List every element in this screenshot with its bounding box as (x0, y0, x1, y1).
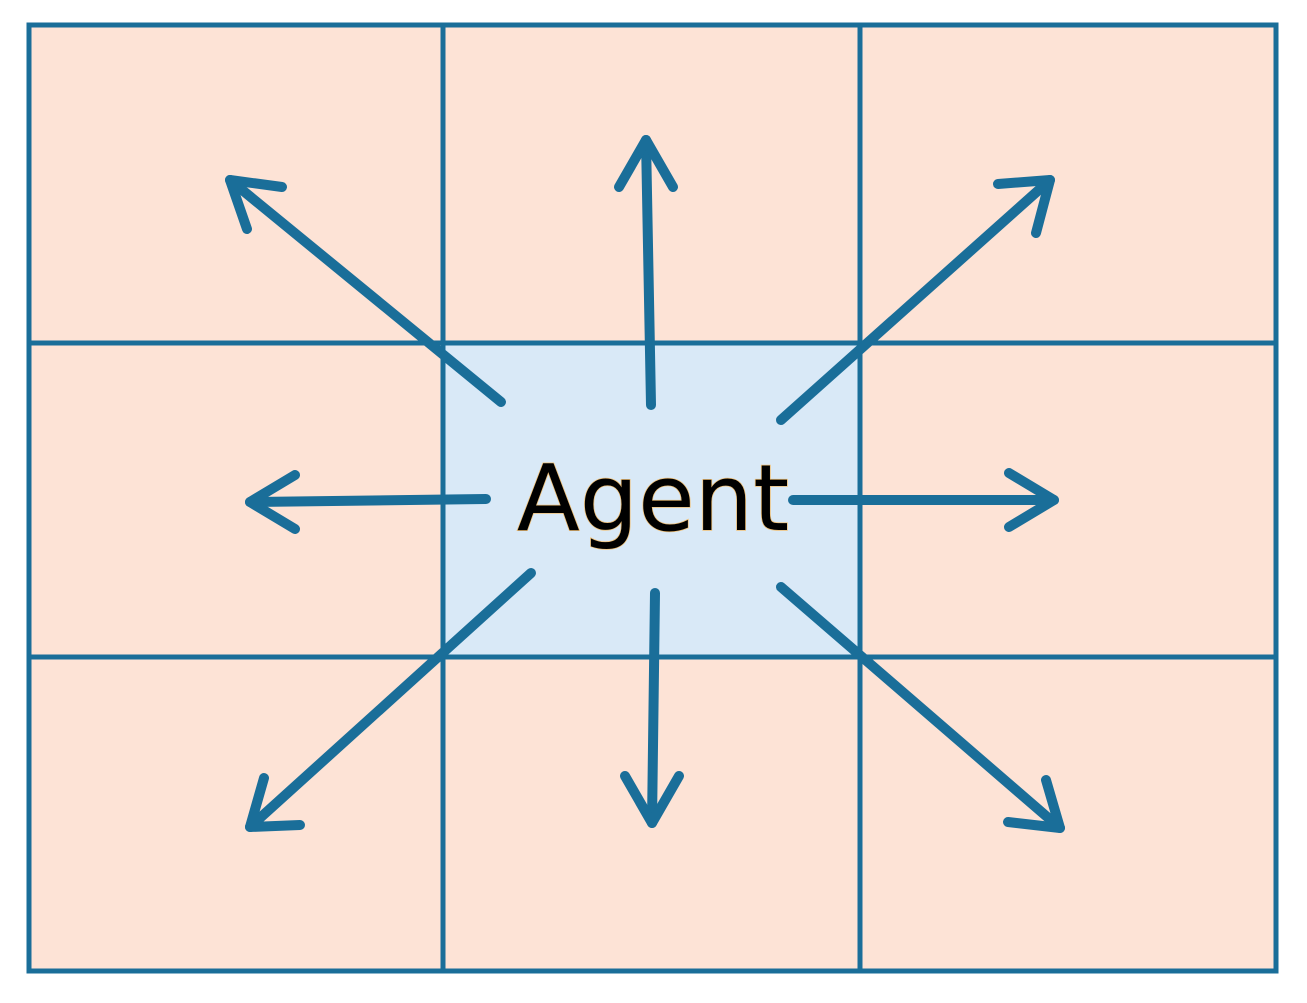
arrow-west (245, 470, 491, 534)
grid-border (26, 22, 1279, 974)
arrow-south-east (776, 582, 1065, 833)
arrow-north (614, 135, 678, 410)
arrow-south-west (245, 568, 536, 832)
arrow-north-east (776, 175, 1055, 425)
arrow-east (788, 468, 1059, 532)
arrow-south (620, 588, 684, 828)
direction-arrows (225, 135, 1065, 833)
arrow-north-west (225, 175, 506, 407)
agent-label: Agent (517, 445, 789, 552)
